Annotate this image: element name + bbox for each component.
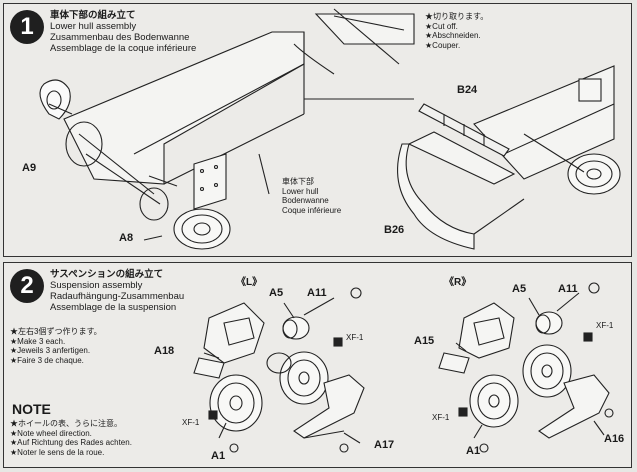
step-1-heading: 車体下部の組み立て Lower hull assembly Zusammenba… (50, 10, 196, 54)
part-label-a8: A8 (119, 232, 134, 244)
cut-off-note: ★切り取ります。 ★Cut off. ★Abschneiden. ★Couper… (425, 12, 488, 50)
right-part-a1: A1 (466, 445, 481, 457)
right-part-a11: A11 (558, 283, 578, 295)
suspension-illustration (193, 282, 614, 453)
hull-callout-de: Bodenwanne (282, 196, 329, 205)
note-line-en: ★Note wheel direction. (10, 428, 92, 438)
step-number-badge: 1 (10, 10, 44, 44)
left-side-label: 《L》 (236, 277, 263, 288)
left-xf1-bottom: XF-1 (182, 418, 200, 427)
step-2-heading: サスペンションの組み立て Suspension assembly Radaufh… (50, 269, 184, 313)
title-de: Radaufhängung-Zusammenbau (50, 291, 185, 302)
part-label-a9: A9 (22, 162, 37, 174)
right-part-a15: A15 (414, 335, 435, 347)
part-label-b24: B24 (457, 84, 478, 96)
title-jp: 車体下部の組み立て (50, 10, 136, 21)
make-note-en: ★Make 3 each. (10, 336, 66, 346)
title-fr: Assemblage de la suspension (50, 302, 177, 313)
note-body: ★ホイールの表、うらに注意。 ★Note wheel direction. ★A… (10, 419, 132, 457)
note-line-de: ★Auf Richtung des Rades achten. (10, 438, 132, 447)
cut-note-en: ★Cut off. (425, 21, 458, 31)
left-part-a1: A1 (211, 450, 226, 462)
title-en: Suspension assembly (50, 280, 143, 291)
left-part-a17: A17 (374, 439, 395, 451)
title-fr: Assemblage de la coque inférieure (50, 43, 197, 54)
step-number-badge: 2 (10, 269, 44, 303)
left-xf1-top: XF-1 (346, 333, 364, 342)
make-note-de: ★Jeweils 3 anfertigen. (10, 346, 91, 355)
right-part-a5: A5 (512, 283, 527, 295)
left-part-a5: A5 (269, 287, 284, 299)
hull-callout-jp: 車体下部 (282, 177, 314, 186)
right-xf1-bottom: XF-1 (432, 413, 450, 422)
left-part-a18: A18 (154, 345, 175, 357)
left-part-a11: A11 (307, 287, 327, 299)
right-side-label: 《R》 (444, 277, 472, 288)
cut-note-fr: ★Couper. (425, 40, 461, 50)
right-xf1-top: XF-1 (596, 321, 614, 330)
title-en: Lower hull assembly (50, 21, 137, 32)
hull-illustration (39, 8, 621, 250)
hull-callout-fr: Coque inférieure (282, 205, 342, 215)
part-label-b26: B26 (384, 224, 405, 236)
cut-note-jp: ★切り取ります。 (425, 12, 489, 21)
step-2-panel: 2 サスペンションの組み立て Suspension assembly Radau… (3, 262, 632, 468)
make-count-note: ★左右3個ずつ作ります。 ★Make 3 each. ★Jeweils 3 an… (10, 327, 102, 365)
lower-hull-callout: 車体下部 Lower hull Bodenwanne Coque inférie… (282, 177, 341, 215)
make-note-jp: ★左右3個ずつ作ります。 (10, 327, 102, 336)
make-note-fr: ★Faire 3 de chaque. (10, 355, 84, 365)
note-title: NOTE (12, 401, 51, 417)
step-1-panel: 1 車体下部の組み立て Lower hull assembly Zusammen… (3, 3, 632, 257)
cut-note-de: ★Abschneiden. (425, 31, 481, 40)
hull-callout-en: Lower hull (282, 186, 319, 196)
right-part-a16: A16 (604, 433, 625, 445)
title-jp: サスペンションの組み立て (50, 269, 164, 280)
title-de: Zusammenbau des Bodenwanne (50, 32, 190, 43)
note-line-jp: ★ホイールの表、うらに注意。 (10, 419, 122, 428)
note-line-fr: ★Noter le sens de la roue. (10, 447, 105, 457)
